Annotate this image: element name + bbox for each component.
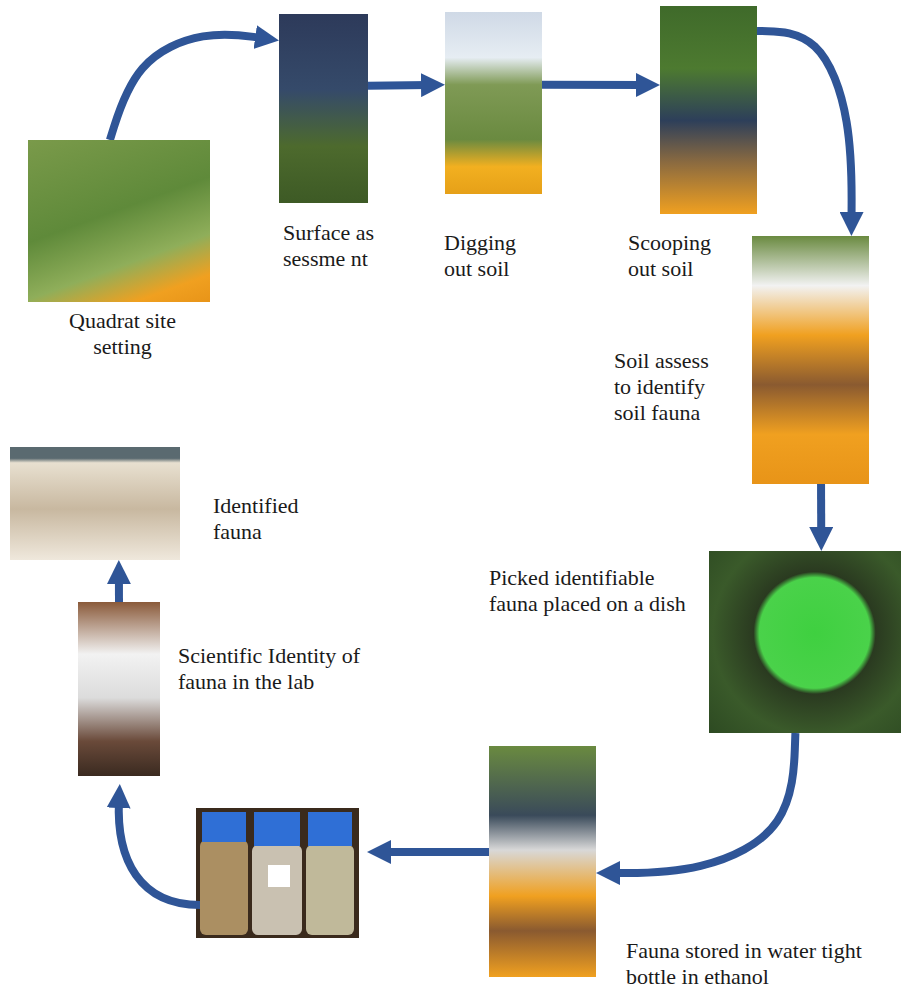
bottles-photo (196, 808, 359, 938)
photo-step: Picked identifiable fauna placed on a di… (709, 551, 901, 733)
step-caption: Surface assessme nt (283, 220, 375, 272)
photo-step: Scooping out soil (660, 6, 757, 214)
flow-arrow (612, 733, 795, 873)
step-caption: Quadrat site setting (45, 308, 200, 360)
step-caption: Scientific Identity of fauna in the lab (178, 643, 396, 695)
step-caption: Digging out soil (444, 230, 544, 282)
flow-arrow (119, 800, 200, 905)
flow-arrow (115, 576, 123, 602)
flow-arrow (383, 848, 489, 856)
step-caption: Soil assess to identify soil fauna (614, 348, 722, 426)
photo-step: Quadrat site setting (28, 140, 210, 302)
step-caption: Picked identifiable fauna placed on a di… (489, 565, 701, 617)
flow-arrow (368, 81, 429, 90)
flow-arrow (757, 31, 852, 220)
step-caption: Identified fauna (213, 493, 325, 545)
flow-arrow (110, 35, 263, 140)
photo-step: Surface assessme nt (279, 14, 368, 203)
photo-step: Scientific Identity of fauna in the lab (78, 602, 160, 776)
photo-step: Identified fauna (10, 447, 180, 560)
photo-step: Digging out soil (445, 12, 542, 194)
step-caption: Fauna stored in water tight bottle in et… (626, 938, 898, 990)
photo-step: Fauna stored in water tight bottle in et… (489, 746, 596, 977)
flow-arrow (817, 484, 825, 535)
step-caption: Scooping out soil (628, 230, 738, 282)
flow-arrow (542, 81, 644, 89)
photo-step: Soil assess to identify soil fauna (752, 236, 869, 484)
